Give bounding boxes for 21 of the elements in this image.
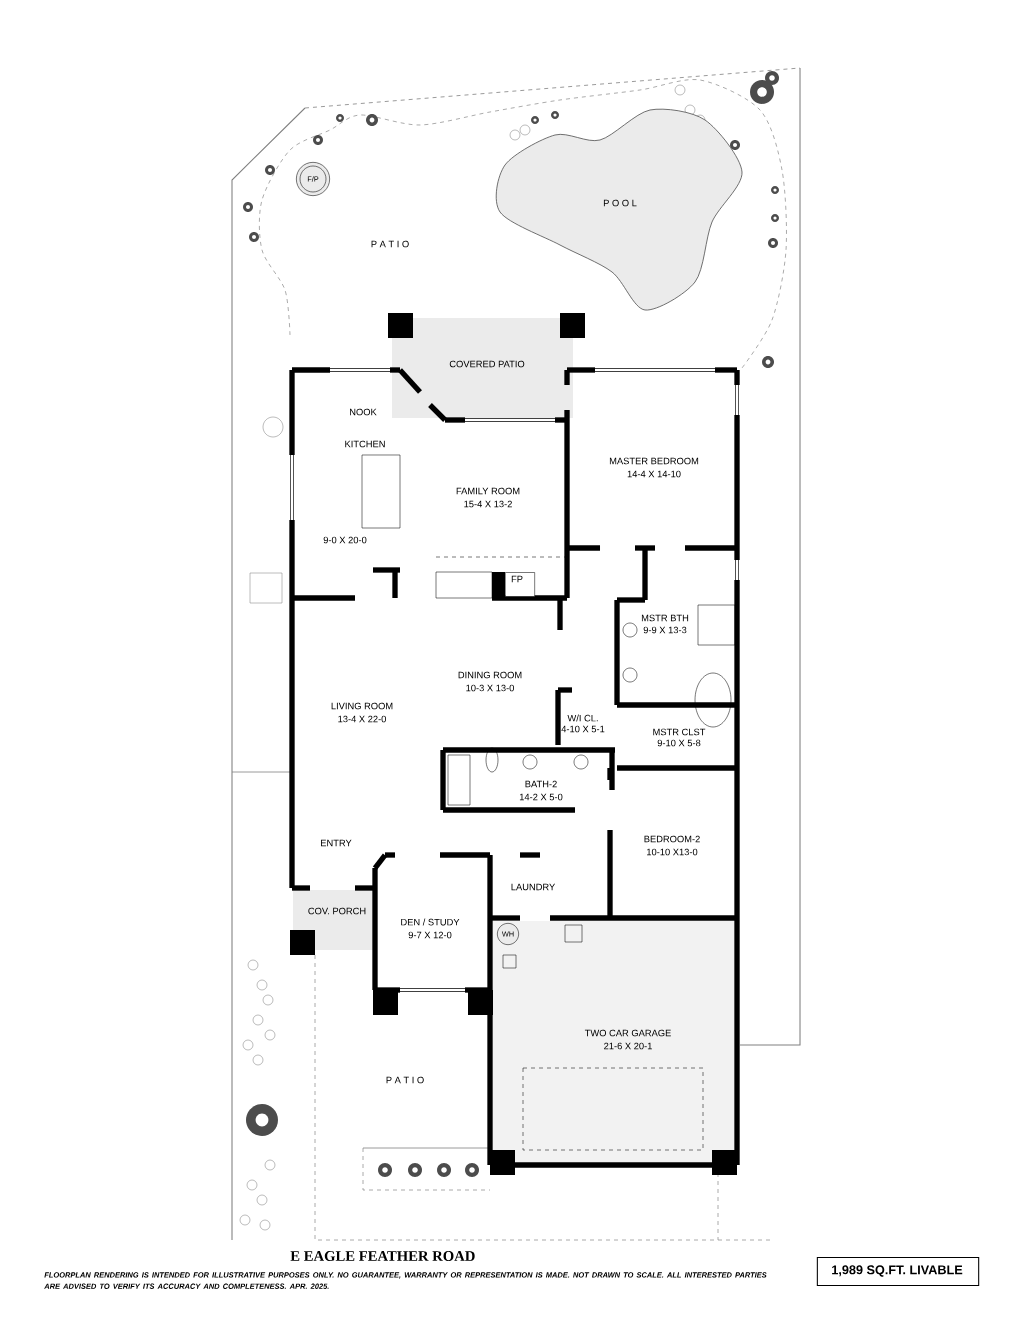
- room-label: BATH-2 14-2 X 5-0: [519, 780, 563, 801]
- covered-porch: COV. PORCH: [308, 907, 366, 915]
- room-label: NOOK KITCHEN 9-0 X 20-0: [323, 408, 385, 544]
- address-title: E EAGLE FEATHER ROAD: [290, 1251, 475, 1261]
- pool: P O O L: [495, 108, 743, 311]
- fireplace: FP: [505, 572, 535, 597]
- room-label: LIVING ROOM 13-4 X 22-0 ENTRY: [321, 702, 393, 847]
- area-label: P A T I O: [371, 240, 409, 248]
- area-box: 1,989 SQ.FT. LIVABLE: [816, 1256, 980, 1287]
- room-label: MASTER BEDROOM 14-4 X 14-10: [609, 457, 699, 478]
- room-label: DINING ROOM 10-3 X 13-0: [458, 671, 522, 692]
- room-label: BEDROOM-2 10-10 X13-0: [644, 835, 700, 856]
- covered-patio: COVERED PATIO: [449, 360, 525, 368]
- room-label: LAUNDRY: [511, 883, 555, 891]
- room-label: DEN / STUDY 9-7 X 12-0: [401, 918, 460, 939]
- room-label: MSTR CLST 9-10 X 5-8: [653, 728, 706, 747]
- room-label: W/I CL. 4-10 X 5-1: [561, 714, 605, 733]
- area-label: P A T I O: [386, 1076, 424, 1084]
- room-label: FAMILY ROOM 15-4 X 13-2: [456, 487, 520, 508]
- garage: TWO CAR GARAGE 21-6 X 20-1: [584, 1029, 671, 1050]
- room-label: MSTR BTH 9-9 X 13-3: [641, 614, 689, 634]
